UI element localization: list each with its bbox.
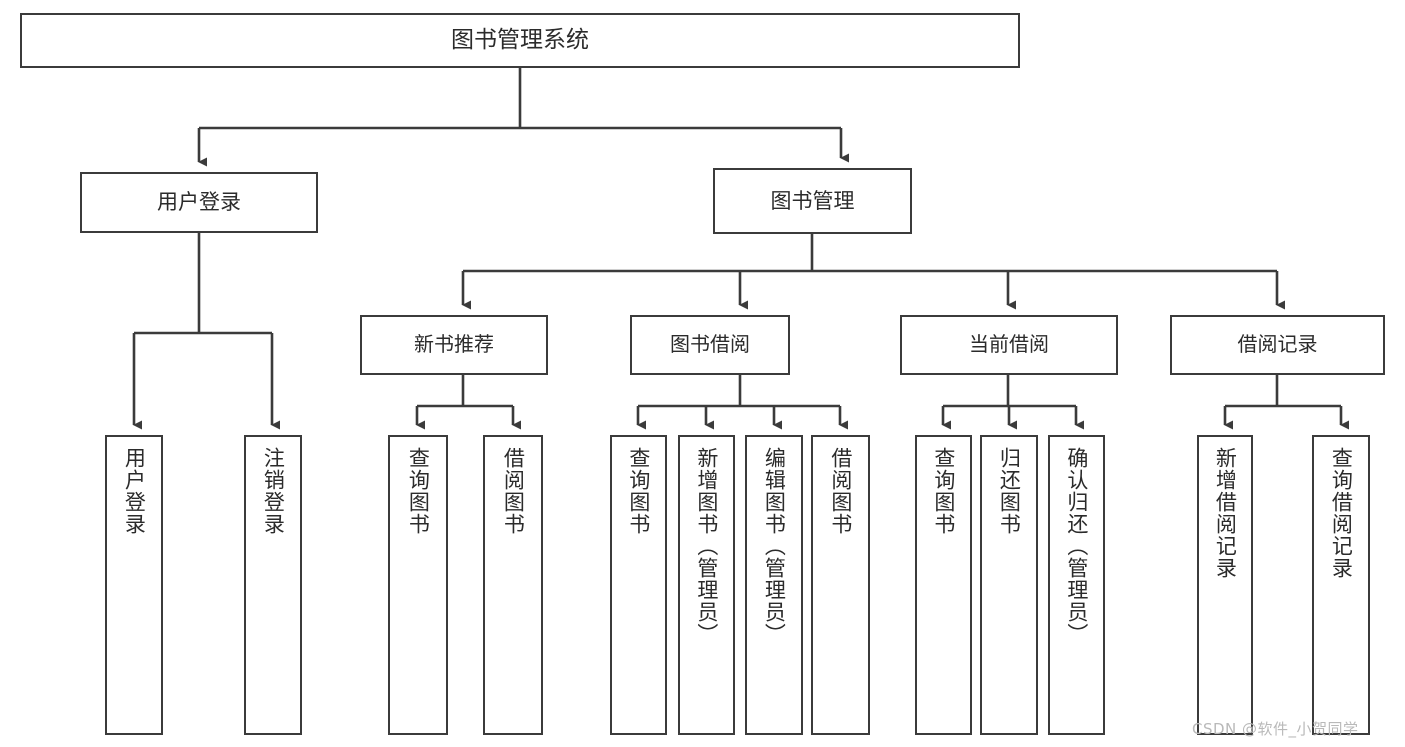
node-leaf-add-borrow-record-label: 新增借阅记录: [1213, 447, 1238, 579]
node-leaf-borrow-book-label: 借阅图书: [828, 447, 853, 535]
node-leaf-return-book-label: 归还图书: [997, 447, 1022, 535]
node-leaf-query-book-recommend[interactable]: 查询图书: [388, 435, 448, 735]
watermark-text: CSDN @软件_小贺同学: [1192, 720, 1359, 738]
node-leaf-add-borrow-record[interactable]: 新增借阅记录: [1197, 435, 1253, 735]
node-leaf-edit-book-admin-label: 编辑图书（管理员）: [762, 447, 787, 645]
node-leaf-user-login[interactable]: 用户登录: [105, 435, 163, 735]
node-tier2-new-book-recommend-label: 新书推荐: [414, 332, 494, 357]
node-tier2-borrow-record[interactable]: 借阅记录: [1170, 315, 1385, 375]
node-tier2-current-borrow[interactable]: 当前借阅: [900, 315, 1118, 375]
node-leaf-logout[interactable]: 注销登录: [244, 435, 302, 735]
node-tier2-book-borrow-label: 图书借阅: [670, 332, 750, 357]
node-leaf-borrow-book[interactable]: 借阅图书: [811, 435, 870, 735]
node-tier2-book-borrow[interactable]: 图书借阅: [630, 315, 790, 375]
node-root[interactable]: 图书管理系统: [20, 13, 1020, 68]
node-leaf-query-borrow-record[interactable]: 查询借阅记录: [1312, 435, 1370, 735]
node-tier2-new-book-recommend[interactable]: 新书推荐: [360, 315, 548, 375]
node-leaf-confirm-return-admin[interactable]: 确认归还（管理员）: [1048, 435, 1105, 735]
node-tier1-book-management-label: 图书管理: [770, 188, 855, 213]
node-leaf-add-book-admin[interactable]: 新增图书（管理员）: [678, 435, 735, 735]
node-tier2-borrow-record-label: 借阅记录: [1237, 332, 1318, 357]
node-leaf-borrow-book-recommend[interactable]: 借阅图书: [483, 435, 543, 735]
node-leaf-logout-label: 注销登录: [261, 447, 286, 535]
node-leaf-confirm-return-admin-label: 确认归还（管理员）: [1064, 447, 1089, 645]
node-leaf-query-book-borrow[interactable]: 查询图书: [610, 435, 667, 735]
node-tier1-user-login[interactable]: 用户登录: [80, 172, 318, 233]
node-leaf-query-book-current[interactable]: 查询图书: [915, 435, 972, 735]
node-leaf-return-book[interactable]: 归还图书: [980, 435, 1038, 735]
node-tier1-book-management[interactable]: 图书管理: [713, 168, 912, 234]
node-leaf-add-book-admin-label: 新增图书（管理员）: [694, 447, 719, 645]
node-leaf-edit-book-admin[interactable]: 编辑图书（管理员）: [745, 435, 803, 735]
node-leaf-borrow-book-recommend-label: 借阅图书: [501, 447, 526, 535]
node-leaf-query-book-current-label: 查询图书: [931, 447, 956, 535]
node-leaf-query-book-borrow-label: 查询图书: [626, 447, 651, 535]
node-leaf-user-login-label: 用户登录: [122, 447, 147, 535]
node-tier1-user-login-label: 用户登录: [157, 190, 241, 215]
node-leaf-query-borrow-record-label: 查询借阅记录: [1329, 447, 1354, 579]
node-root-label: 图书管理系统: [451, 26, 589, 53]
node-tier2-current-borrow-label: 当前借阅: [969, 332, 1049, 357]
node-leaf-query-book-recommend-label: 查询图书: [406, 447, 431, 535]
